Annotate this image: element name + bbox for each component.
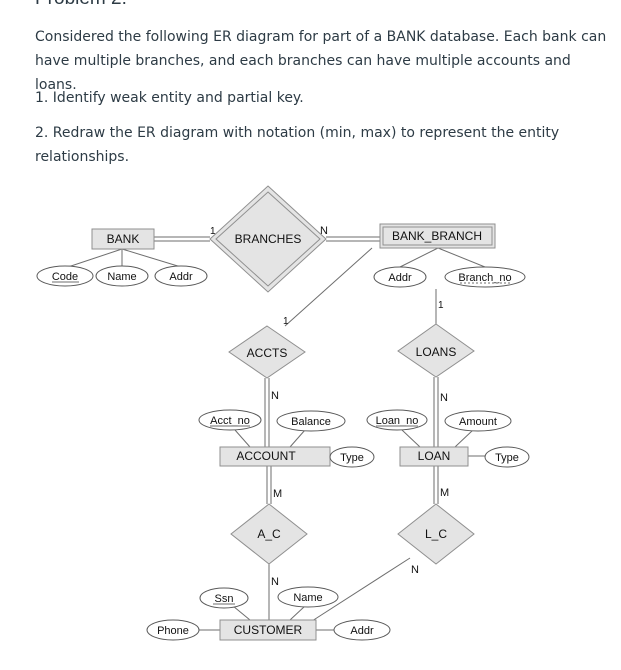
card-loan-lc: M (440, 487, 449, 499)
svg-text:L_C: L_C (425, 527, 447, 541)
svg-text:ACCOUNT: ACCOUNT (236, 449, 296, 463)
svg-text:Ssn: Ssn (215, 593, 234, 605)
card-branch-accts: 1 (283, 316, 289, 327)
svg-text:Type: Type (340, 452, 364, 464)
svg-text:Type: Type (495, 452, 519, 464)
svg-text:Balance: Balance (291, 416, 331, 428)
relationship-accts: ACCTS (228, 325, 306, 379)
attribute-account-type: Type (329, 446, 375, 468)
relationship-a-c: A_C (230, 503, 308, 565)
attribute-bank-code: Code (36, 265, 94, 287)
attribute-phone: Phone (146, 619, 200, 641)
question-1: 1. Identify weak entity and partial key. (35, 90, 304, 106)
svg-text:Amount: Amount (459, 416, 497, 428)
card-accts-account: N (271, 390, 279, 402)
attribute-customer-name: Name (277, 586, 339, 608)
cardinality-labels: 1 N 1 N 1 N M N M N (210, 225, 449, 588)
svg-text:BRANCHES: BRANCHES (235, 232, 302, 246)
attribute-loan-no: Loan_no (366, 409, 428, 431)
entity-customer: CUSTOMER (219, 619, 317, 641)
attribute-acct-no: Acct_no (198, 409, 262, 431)
card-lc-customer: N (411, 564, 419, 576)
svg-text:Phone: Phone (157, 625, 189, 637)
svg-text:BANK: BANK (107, 232, 140, 246)
connector-lines (64, 236, 486, 631)
attribute-branch-addr: Addr (373, 266, 427, 288)
svg-text:Loan_no: Loan_no (376, 415, 419, 427)
attribute-bank-name: Name (95, 265, 149, 287)
svg-text:LOAN: LOAN (418, 449, 451, 463)
card-account-ac: M (273, 488, 282, 500)
svg-text:Addr: Addr (169, 271, 193, 283)
relationship-loans: LOANS (397, 323, 475, 378)
relationship-branches: BRANCHES (209, 185, 327, 293)
problem-heading: Problem 2: (35, 0, 127, 10)
card-bank-branches: 1 (210, 226, 216, 237)
svg-text:Acct_no: Acct_no (210, 415, 250, 427)
card-branches-branch: N (320, 225, 328, 237)
svg-text:Name: Name (107, 271, 136, 283)
question-2: 2. Redraw the ER diagram with notation (… (35, 125, 560, 165)
card-ac-customer: N (271, 576, 279, 588)
svg-text:LOANS: LOANS (416, 345, 457, 359)
svg-text:A_C: A_C (257, 527, 281, 541)
problem-intro: Considered the following ER diagram for … (35, 29, 607, 93)
card-branch-loans: 1 (438, 300, 444, 311)
svg-text:Branch_no: Branch_no (458, 272, 511, 284)
attribute-loan-type: Type (484, 446, 530, 468)
attribute-balance: Balance (276, 410, 346, 432)
attribute-amount: Amount (444, 410, 512, 432)
attribute-customer-addr: Addr (333, 619, 391, 641)
attribute-branch-no: Branch_no (444, 266, 526, 288)
entity-loan: LOAN (399, 446, 469, 467)
svg-text:ACCTS: ACCTS (247, 346, 288, 360)
attribute-ssn: Ssn (199, 587, 249, 609)
relationship-l-c: L_C (397, 503, 475, 565)
attribute-bank-addr: Addr (154, 265, 208, 287)
entity-bank: BANK (91, 228, 155, 250)
svg-text:BANK_BRANCH: BANK_BRANCH (392, 229, 482, 243)
svg-text:Addr: Addr (388, 272, 412, 284)
svg-text:Addr: Addr (350, 625, 374, 637)
svg-text:Code: Code (52, 271, 78, 283)
entity-bank-branch: BANK_BRANCH (379, 223, 496, 249)
svg-text:CUSTOMER: CUSTOMER (234, 623, 303, 637)
entity-account: ACCOUNT (219, 446, 331, 467)
card-loans-loan: N (440, 392, 448, 404)
svg-text:Name: Name (293, 592, 322, 604)
